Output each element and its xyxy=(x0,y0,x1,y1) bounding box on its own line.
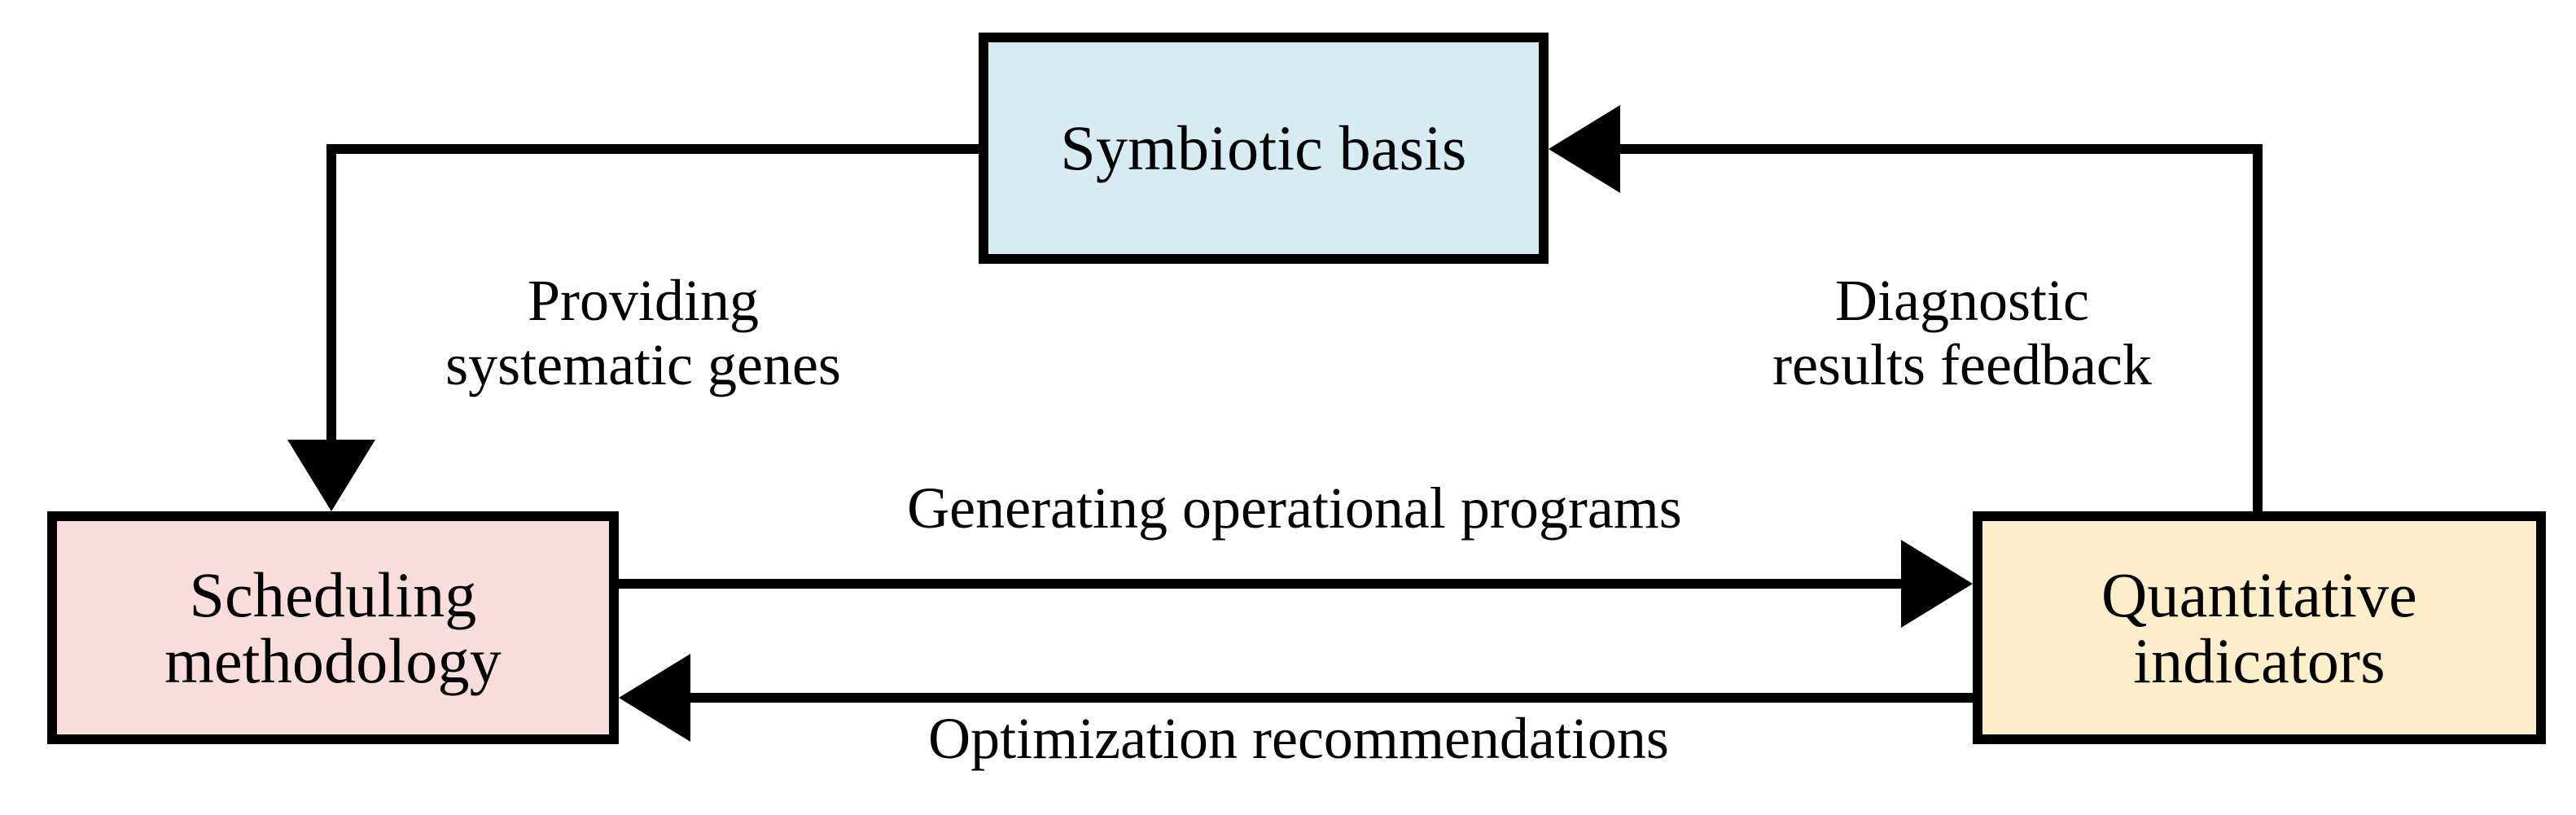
connector-generating-operational-programs xyxy=(619,540,1973,628)
connector-optimization-recommendations xyxy=(619,654,1973,742)
arrowhead-right-icon xyxy=(1901,540,1973,628)
node-scheduling-methodology-label: Scheduling methodology xyxy=(164,559,502,696)
edge-label-generating-operational-programs: Generating operational programs xyxy=(907,475,1682,541)
node-symbiotic-basis[interactable]: Symbiotic basis xyxy=(979,33,1549,264)
edge-label-providing-systematic-genes: Providing systematic genes xyxy=(445,268,841,398)
node-quantitative-indicators[interactable]: Quantitative indicators xyxy=(1973,511,2546,744)
arrowhead-left-icon xyxy=(1549,105,1620,193)
connector-providing-systematic-genes xyxy=(287,144,979,511)
arrowhead-left-icon xyxy=(619,654,690,742)
connector-diagnostic-results-feedback xyxy=(1549,105,2263,511)
node-scheduling-methodology[interactable]: Scheduling methodology xyxy=(47,511,619,744)
node-symbiotic-basis-label: Symbiotic basis xyxy=(1060,112,1467,184)
edge-label-optimization-recommendations: Optimization recommendations xyxy=(928,706,1669,771)
arrowhead-down-icon xyxy=(287,440,375,511)
edge-label-diagnostic-results-feedback: Diagnostic results feedback xyxy=(1772,268,2152,398)
node-quantitative-indicators-label: Quantitative indicators xyxy=(2101,559,2417,696)
